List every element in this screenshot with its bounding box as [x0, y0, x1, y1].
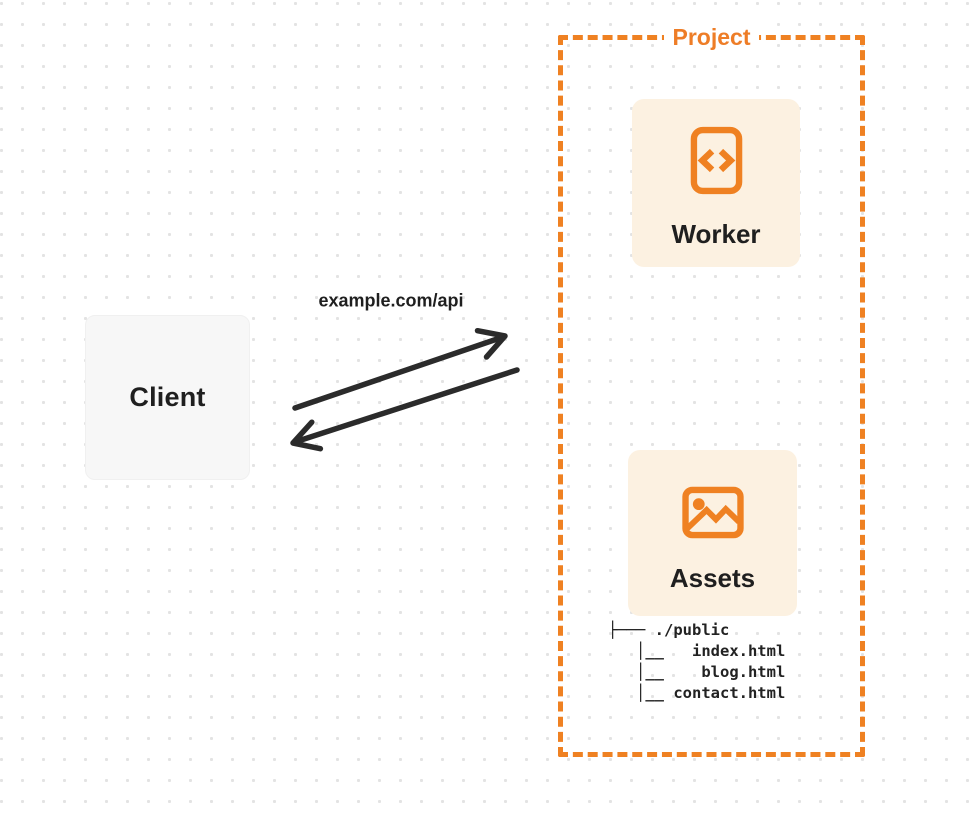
client-label: Client: [129, 382, 206, 412]
request-arrowhead-icon: [474, 327, 508, 360]
client-node: Client: [85, 315, 250, 480]
response-arrowhead-icon: [290, 419, 324, 452]
image-icon: [681, 486, 744, 539]
worker-label: Worker: [671, 219, 761, 249]
request-url-label: example.com/api: [318, 290, 464, 311]
response-arrow: [290, 367, 520, 452]
project-label: Project: [663, 22, 760, 52]
worker-node: Worker: [632, 99, 800, 267]
assets-label: Assets: [669, 563, 756, 593]
assets-file-tree: ├─── ./public │__ index.html │__ blog.ht…: [608, 621, 786, 702]
request-arrow: [292, 327, 508, 411]
project-container: Project Worker Assets ├─── ./public │__ …: [558, 22, 865, 757]
assets-node: Assets: [628, 450, 797, 616]
code-icon: [690, 126, 742, 195]
